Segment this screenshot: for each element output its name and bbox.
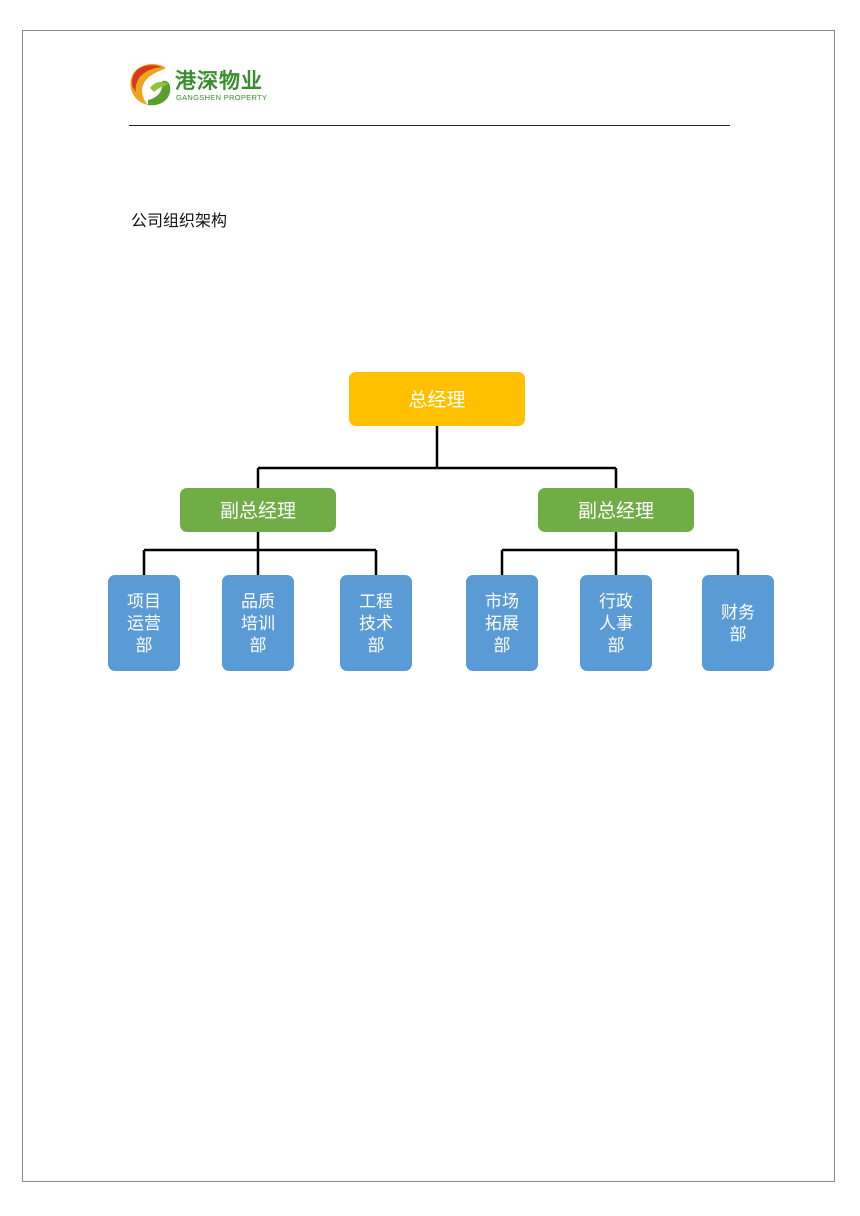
org-node-department-1-2-label: 品质 — [241, 592, 275, 612]
org-node-department-2-1-box — [466, 575, 538, 671]
org-node-general-manager: 总经理 — [349, 372, 525, 426]
org-node-department-1-1-box — [108, 575, 180, 671]
org-node-department-2-1-label: 部 — [494, 636, 511, 656]
org-node-deputy-gm-1-box — [180, 488, 336, 532]
company-logo: 港深物业 GANGSHEN PROPERTY — [128, 60, 268, 108]
org-node-department-1-2-label: 部 — [250, 636, 267, 656]
org-node-department-1-2-box — [222, 575, 294, 671]
org-node-department-1-2-label: 培训 — [241, 614, 275, 634]
gangshen-logo-mark-icon — [130, 64, 171, 106]
org-node-department-1-3-label: 技术 — [359, 614, 393, 634]
org-node-department-2-3-label: 部 — [730, 625, 747, 645]
org-node-department-2-1-label: 拓展 — [485, 614, 519, 634]
org-node-deputy-gm-1: 副总经理 — [180, 488, 336, 532]
org-node-department-2-2-label: 部 — [608, 636, 625, 656]
header-divider — [129, 125, 730, 126]
page-border — [22, 30, 835, 1182]
section-title: 公司组织架构 — [131, 211, 228, 230]
org-node-department-1-3-label: 工程 — [359, 592, 393, 612]
org-node-department-1-1-label: 部 — [136, 636, 153, 656]
org-node-general-manager-label: 总经理 — [408, 389, 465, 411]
org-node-department-2-2-label: 人事 — [599, 614, 633, 634]
org-node-department-1-3-label: 部 — [368, 636, 385, 656]
org-node-deputy-gm-2-box — [538, 488, 694, 532]
org-node-department-2-2-box — [580, 575, 652, 671]
org-node-department-1-1-label: 项目 — [127, 592, 161, 612]
org-node-deputy-gm-2: 副总经理 — [538, 488, 694, 532]
org-node-department-2-3: 财务部 — [702, 575, 774, 671]
org-node-department-2-3-label: 财务 — [721, 603, 755, 623]
logo-subtitle: GANGSHEN PROPERTY — [176, 93, 268, 102]
org-node-deputy-gm-2-label: 副总经理 — [578, 500, 654, 522]
org-node-department-1-1-label: 运营 — [127, 614, 161, 634]
org-node-department-2-2-label: 行政 — [599, 592, 633, 612]
org-node-department-2-3-box — [702, 575, 774, 671]
org-node-deputy-gm-1-label: 副总经理 — [220, 500, 296, 522]
org-node-general-manager-box — [349, 372, 525, 426]
org-node-department-1-3-box — [340, 575, 412, 671]
org-connectors — [142, 426, 740, 575]
org-node-department-2-1-label: 市场 — [485, 592, 519, 612]
logo-name: 港深物业 — [175, 69, 263, 93]
